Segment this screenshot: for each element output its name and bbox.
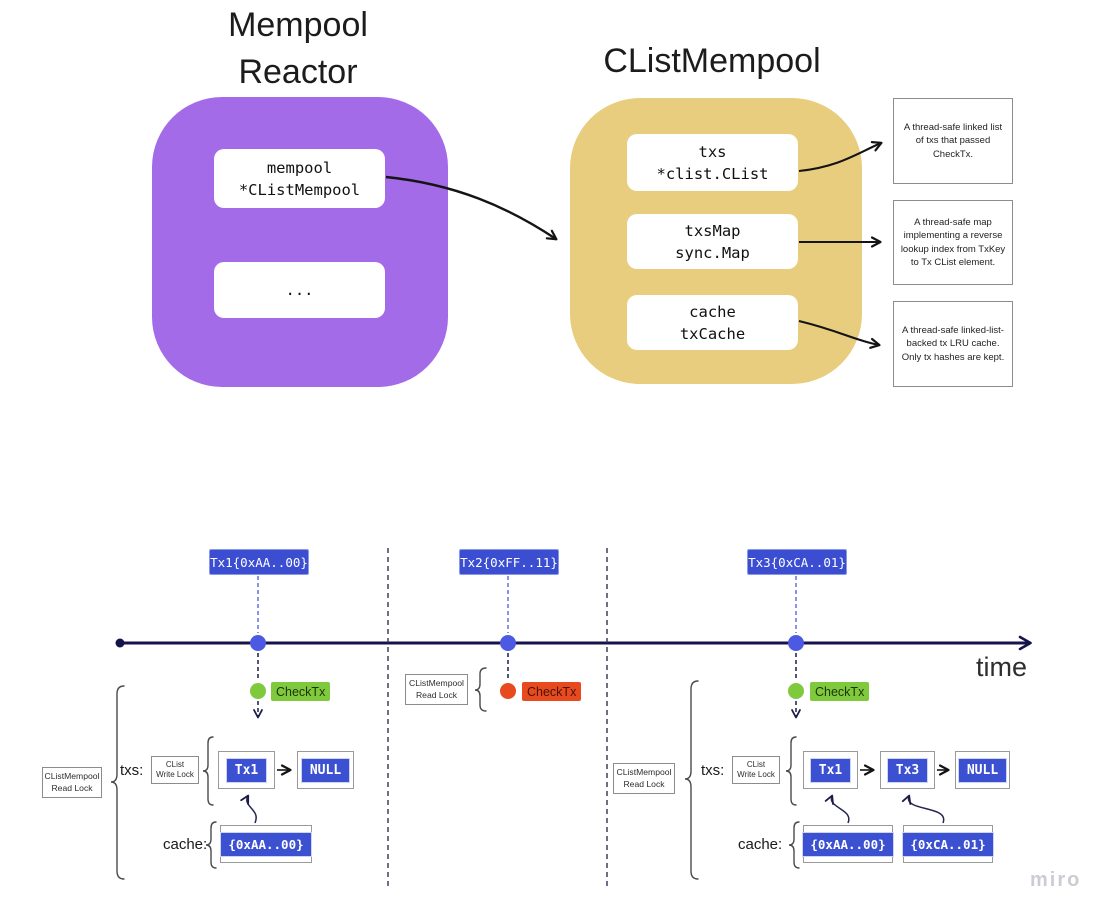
node-value: Tx3 (886, 757, 929, 783)
field-line: cache (689, 302, 736, 321)
tx2-checktx-dot (500, 683, 516, 699)
field-line: *CListMempool (238, 180, 361, 199)
tx3-badge: Tx3{0xCA..01} (747, 549, 847, 575)
field-line: txs (698, 142, 727, 161)
tx3-checktx-label: CheckTx (810, 682, 870, 701)
col1-txs-label: txs: (120, 762, 144, 779)
lock-line: CList (746, 759, 766, 769)
title-line: Reactor (238, 53, 358, 91)
lock-line: Read Lock (415, 689, 458, 700)
col3-clist-write-lock: CList Write Lock (732, 756, 780, 784)
col3-cache-brace (788, 821, 800, 869)
node-value: Tx1 (809, 757, 852, 783)
tx3-event-dot (788, 635, 804, 651)
col1-cache-entry: {0xAA..00} (220, 825, 312, 863)
col1-cache-to-tx1-arrow (240, 794, 257, 824)
col3-list-node-tx3: Tx3 (880, 751, 935, 789)
col3-cache-to-tx3-arrow (901, 794, 945, 824)
col2-readlock-brace (474, 667, 487, 712)
node-value: NULL (300, 757, 351, 783)
annotation-txsmap: A thread-safe map implementing a reverse… (893, 200, 1013, 285)
node-value: NULL (957, 757, 1008, 783)
field-line: mempool (266, 158, 333, 177)
tx1-event-dot (250, 635, 266, 651)
cache-value: {0xAA..00} (802, 831, 894, 857)
field-line: txCache (679, 324, 746, 343)
col3-writelock-brace (785, 736, 797, 806)
col1-writelock-brace (202, 736, 214, 806)
lock-line: Read Lock (51, 782, 93, 793)
col3-cache-entry-1: {0xAA..00} (802, 825, 894, 863)
tx1-checktx-dot (250, 683, 266, 699)
title-line: Mempool (228, 6, 368, 44)
mempool-reactor-container (152, 97, 448, 387)
col1-cache-label: cache: (163, 836, 208, 853)
col3-list-node-null: NULL (955, 751, 1010, 789)
cache-value: {0xAA..00} (220, 831, 312, 857)
time-axis-label: time (976, 652, 1028, 682)
col1-list-node-tx1: Tx1 (218, 751, 275, 789)
tx2-event-dot (500, 635, 516, 651)
field-line: ... (285, 281, 314, 299)
lock-line: CListMempool (616, 767, 672, 777)
tx2-checktx-label: CheckTx (522, 682, 582, 701)
col1-cache-brace (205, 821, 217, 869)
annotation-cache: A thread-safe linked-list-backed tx LRU … (893, 301, 1013, 387)
tx1-badge: Tx1{0xAA..00} (209, 549, 309, 575)
col3-clistmempool-read-lock: CListMempool Read Lock (613, 763, 675, 794)
txsmap-field-box: txsMap sync.Map (627, 214, 798, 269)
timeline-axis (115, 635, 1032, 651)
col3-list-node-tx1: Tx1 (803, 751, 858, 789)
col3-txs-label: txs: (701, 762, 725, 779)
lock-line: CListMempool (409, 678, 464, 688)
annotation-txs: A thread-safe linked list of txs that pa… (893, 98, 1013, 184)
col1-list-node-null: NULL (297, 751, 354, 789)
col1-readlock-brace (110, 685, 125, 880)
col3-cache-label: cache: (738, 836, 783, 853)
txs-field-box: txs *clist.CList (627, 134, 798, 191)
lock-line: Read Lock (623, 778, 665, 789)
cache-field-box: cache txCache (627, 295, 798, 350)
field-line: sync.Map (675, 243, 750, 262)
field-line: txsMap (684, 221, 741, 240)
tx3-checktx-dot (788, 683, 804, 699)
field-line: *clist.CList (656, 164, 769, 183)
clistmempool-title: CListMempool (562, 38, 862, 85)
miro-watermark: miro (1030, 869, 1082, 891)
col1-clist-write-lock: CList Write Lock (151, 756, 199, 784)
mempool-reactor-title: Mempool Reactor (148, 2, 448, 96)
lock-line: CList (165, 759, 185, 769)
col3-cache-to-tx1-arrow (824, 794, 850, 824)
col1-clistmempool-read-lock: CListMempool Read Lock (42, 767, 102, 798)
mempool-ellipsis-box: ... (214, 262, 385, 318)
title-line: CListMempool (603, 42, 821, 80)
lock-line: Write Lock (156, 770, 194, 779)
col3-cache-entry-2: {0xCA..01} (902, 825, 994, 863)
col3-readlock-brace (684, 680, 699, 880)
timeline-origin-dot (115, 638, 125, 648)
mempool-field-box: mempool *CListMempool (214, 149, 385, 208)
lock-line: Write Lock (737, 770, 775, 779)
tx1-checktx-label: CheckTx (271, 682, 331, 701)
col2-clistmempool-read-lock: CListMempool Read Lock (405, 674, 468, 705)
lock-line: CListMempool (44, 771, 100, 781)
cache-value: {0xCA..01} (902, 831, 994, 857)
node-value: Tx1 (225, 757, 268, 783)
tx2-badge: Tx2{0xFF..11} (459, 549, 559, 575)
